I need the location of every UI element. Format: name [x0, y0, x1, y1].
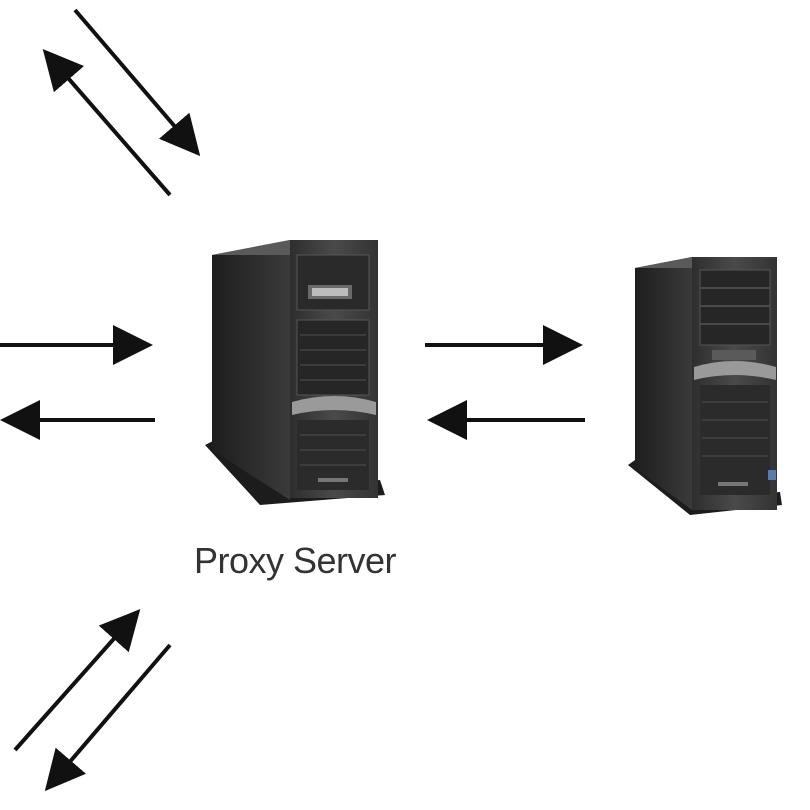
top-left-arrows: [42, 8, 201, 197]
arrow-incoming-top-left: [73, 8, 201, 157]
destination-server-icon: [628, 257, 782, 515]
middle-arrows: [425, 325, 585, 440]
bottom-left-arrows: [13, 609, 172, 792]
arrow-outgoing-top-left: [42, 48, 172, 197]
arrow-incoming-bottom-left: [13, 609, 141, 752]
left-arrows: [0, 325, 155, 440]
proxy-server-label: Proxy Server: [193, 540, 397, 581]
arrow-outgoing-bottom-left: [44, 643, 172, 792]
proxy-server-icon: [205, 240, 385, 505]
